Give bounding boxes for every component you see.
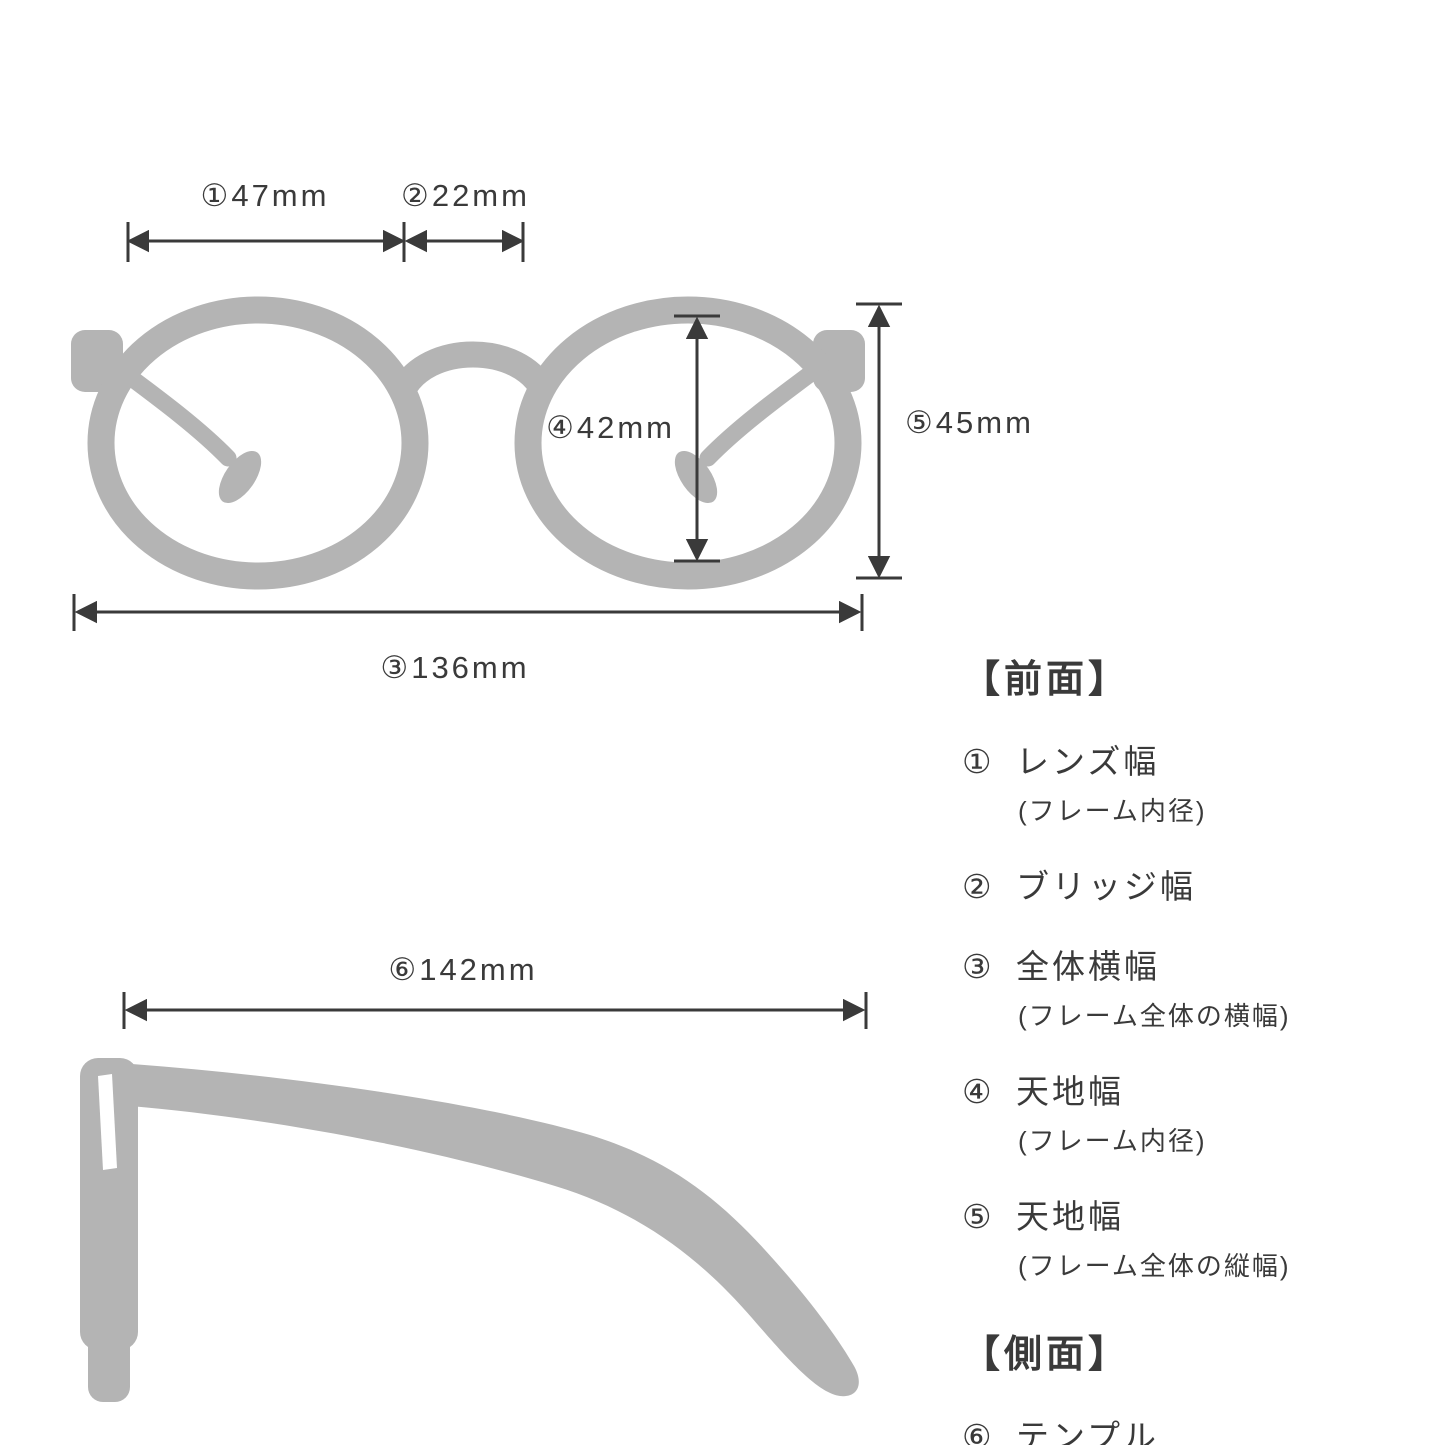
legend-item-note: (フレーム全体の横幅) <box>1018 1001 1291 1031</box>
legend-item-note: (フレーム内径) <box>1018 1126 1207 1156</box>
dim-label-lens-height: ④42mm <box>546 410 675 445</box>
legend-side-header: 【側面】 <box>962 1334 1131 1376</box>
front-right-folded-temple <box>699 353 835 467</box>
side-view-glasses-silhouette <box>80 1058 859 1402</box>
legend-item-total-width: ③ 全体横幅 <box>962 940 1442 988</box>
legend-front-header: 【前面】 <box>962 659 1131 701</box>
legend-item-label: 全体横幅 <box>1016 948 1160 985</box>
legend-item-number: ⑥ <box>962 1418 995 1445</box>
legend-item-number: ② <box>962 868 995 905</box>
legend-item-temple-length: ⑥ テンプル <box>962 1410 1442 1445</box>
legend-item-note: (フレーム内径) <box>1018 796 1207 826</box>
legend-item-label: テンプル <box>1016 1418 1160 1445</box>
legend-item-label: 天地幅 <box>1016 1073 1124 1110</box>
legend-item-note: (フレーム全体の縦幅) <box>1018 1251 1291 1281</box>
legend: 【前面】 ① レンズ幅 (フレーム内径) ② ブリッジ幅 ③ 全体横幅 (フレー… <box>962 648 1442 1445</box>
legend-item-label: 天地幅 <box>1016 1198 1124 1235</box>
legend-item-number: ⑤ <box>962 1198 995 1235</box>
side-temple-arm-shape <box>130 1064 859 1397</box>
front-view-glasses-silhouette <box>71 296 865 590</box>
front-left-folded-temple <box>101 353 237 467</box>
dim-label-lens-width: ①47mm <box>200 178 330 213</box>
legend-item-lens-width: ① レンズ幅 <box>962 735 1442 783</box>
dim-label-total-width: ③136mm <box>380 650 530 685</box>
legend-item-lens-height: ④ 天地幅 <box>962 1065 1442 1113</box>
dim-label-frame-height: ⑤45mm <box>905 405 1034 440</box>
legend-item-number: ③ <box>962 948 995 985</box>
front-bridge-shape <box>390 341 556 399</box>
legend-item-frame-height: ⑤ 天地幅 <box>962 1190 1442 1238</box>
legend-item-label: ブリッジ幅 <box>1016 868 1196 905</box>
side-front-rim-shape <box>80 1058 138 1350</box>
side-rim-lower-shape <box>88 1318 130 1402</box>
legend-item-bridge-width: ② ブリッジ幅 <box>962 860 1442 908</box>
legend-item-label: レンズ幅 <box>1016 743 1160 780</box>
dim-label-bridge-width: ②22mm <box>401 178 530 213</box>
side-lens-groove <box>98 1074 117 1170</box>
dim-label-temple-length: ⑥142mm <box>388 952 538 987</box>
legend-item-number: ④ <box>962 1073 995 1110</box>
front-left-temple-tip <box>218 450 262 504</box>
dimension-lines <box>72 222 902 1029</box>
front-right-lens-rim <box>514 296 862 590</box>
legend-item-number: ① <box>962 743 995 780</box>
front-left-lens-rim <box>87 296 429 590</box>
